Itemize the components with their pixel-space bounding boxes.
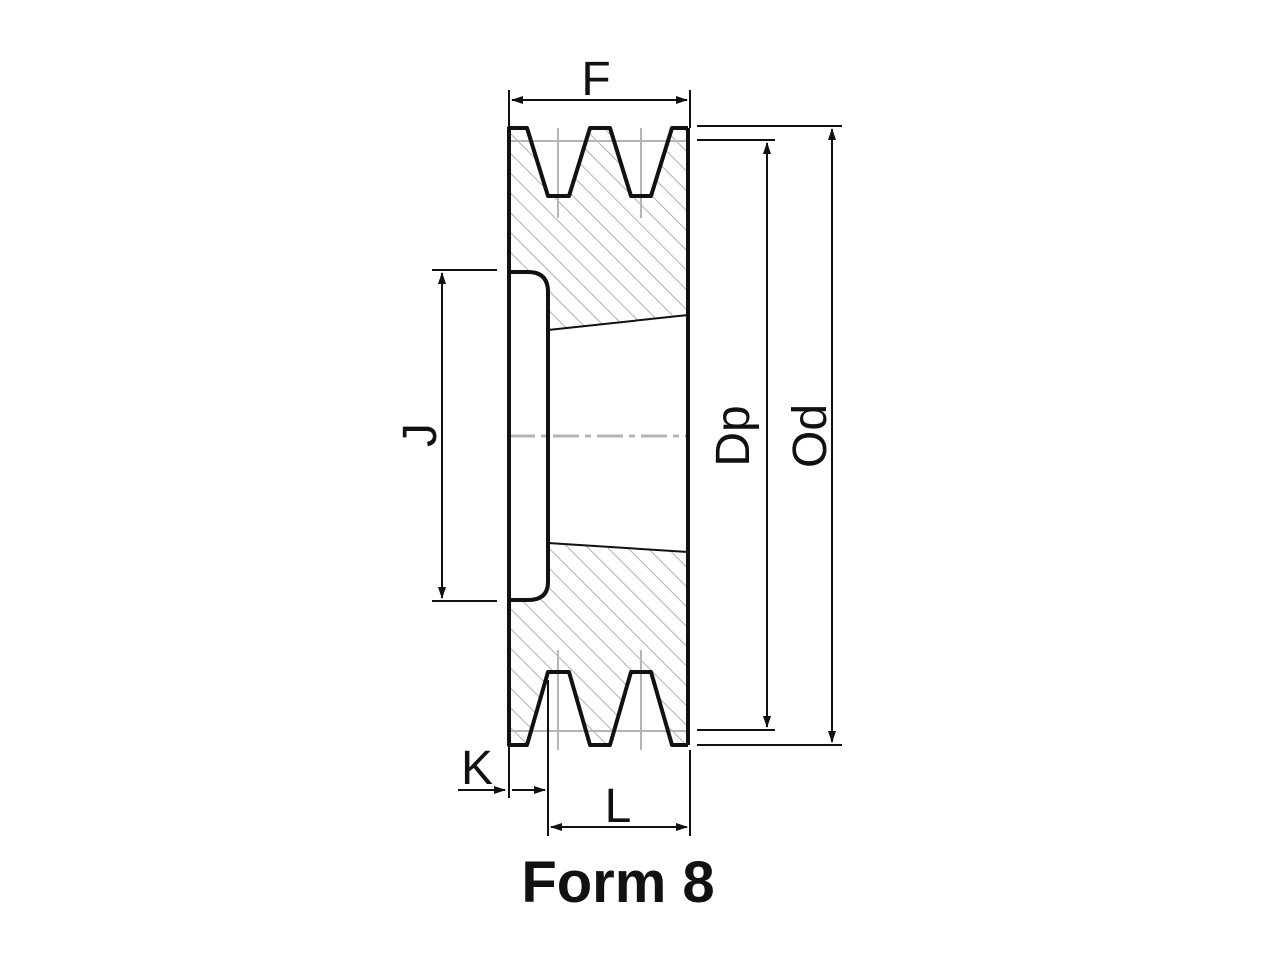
dimension-Dp (697, 139, 775, 731)
pitch-lines (509, 140, 688, 732)
dimension-J (432, 269, 497, 602)
bore-taper-lines (547, 314, 689, 553)
label-L: L (605, 780, 632, 833)
dimension-L (547, 750, 691, 836)
label-F: F (581, 53, 610, 106)
upper-section-hatch (509, 128, 688, 330)
diagram-caption: Form 8 (521, 850, 714, 915)
dimension-Od (697, 125, 842, 746)
label-J: J (394, 423, 447, 447)
pulley-outline (507, 126, 690, 747)
dimension-K (458, 680, 549, 798)
label-Od: Od (784, 404, 837, 468)
dimension-F (508, 90, 691, 128)
label-Dp: Dp (707, 405, 760, 466)
label-K: K (461, 742, 493, 795)
groove-centerlines (557, 128, 642, 750)
lower-section-hatch (509, 543, 688, 745)
